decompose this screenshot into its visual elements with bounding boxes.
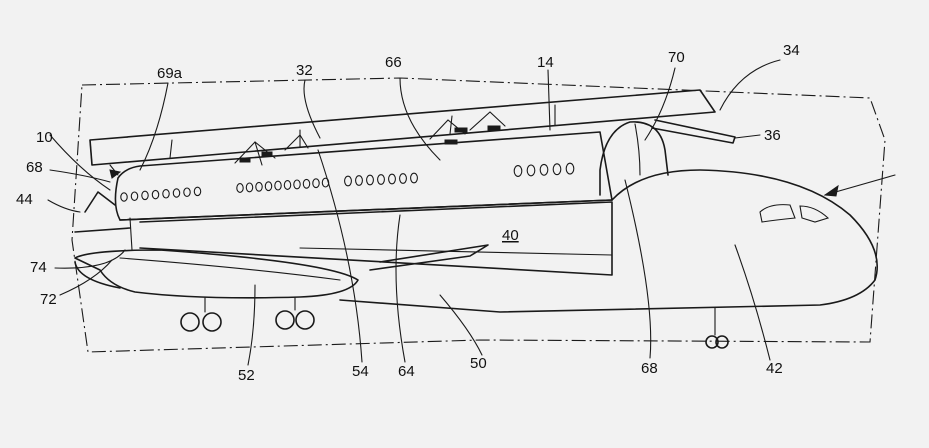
cabin-window (312, 178, 320, 189)
refnum-36: 36 (764, 127, 781, 144)
fuselage (74, 121, 879, 349)
cabin-window (283, 180, 292, 190)
cabin-window (162, 189, 170, 199)
roof-panel (89, 89, 736, 166)
refnum-14: 14 (537, 54, 554, 71)
cabin-window (236, 183, 244, 193)
cabin-window (565, 162, 575, 175)
refnum-32: 32 (296, 62, 313, 79)
cabin-window (344, 175, 352, 187)
refnum-74: 74 (30, 259, 47, 276)
cabin-window (355, 175, 363, 186)
cabin-window (245, 182, 254, 193)
cabin-window (513, 165, 523, 177)
cabin-window (399, 173, 407, 184)
cabin-window (539, 163, 549, 176)
reference-numerals: 69a 32 66 14 70 34 36 10 68 44 40 74 72 … (16, 42, 800, 384)
cabin-window (255, 181, 263, 192)
main-landing-gear (180, 297, 315, 332)
refnum-34: 34 (783, 42, 800, 59)
cabin-window (264, 181, 273, 192)
boundary-outline (71, 77, 886, 353)
refnum-72: 72 (40, 291, 57, 308)
refnum-68-bottom: 68 (641, 360, 658, 377)
refnum-10: 10 (36, 129, 53, 146)
cabin-window (366, 174, 374, 186)
cabin-window (120, 192, 128, 202)
refnum-50: 50 (470, 355, 487, 372)
cabin-window (151, 189, 160, 200)
refnum-52: 52 (238, 367, 255, 384)
cabin-window (526, 164, 536, 177)
wing (74, 244, 489, 299)
refnum-66: 66 (385, 54, 402, 71)
cabin-window (293, 179, 301, 190)
cabin-window (130, 191, 139, 201)
refnum-64: 64 (398, 363, 415, 380)
refnum-44: 44 (16, 191, 33, 208)
refnum-40: 40 (502, 227, 519, 244)
refnum-68-left: 68 (26, 159, 43, 176)
cabin-window (183, 187, 191, 197)
cabin-window (274, 180, 282, 191)
cabin-window (552, 163, 562, 176)
refnum-42: 42 (766, 360, 783, 377)
cabin-module (114, 131, 613, 276)
refnum-54: 54 (352, 363, 369, 380)
leader-lines (47, 59, 896, 366)
cabin-window (172, 188, 181, 198)
cabin-window (193, 186, 202, 197)
refnum-69a: 69a (157, 65, 183, 82)
cabin-windows (120, 162, 575, 202)
cabin-window (388, 173, 396, 185)
cabin-window (410, 172, 418, 184)
refnum-70: 70 (668, 49, 685, 66)
cabin-window (141, 190, 149, 201)
cabin-window (302, 178, 311, 189)
cabin-window (377, 174, 385, 185)
